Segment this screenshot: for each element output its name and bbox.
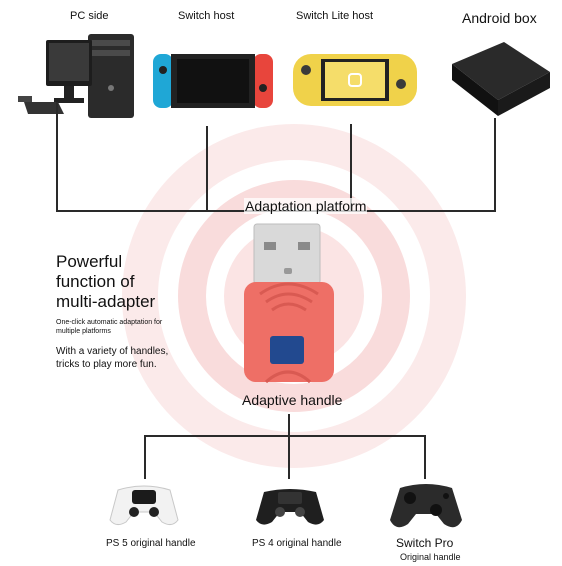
connector-android bbox=[494, 118, 496, 212]
adaptation-platform-label: Adaptation platform bbox=[244, 198, 368, 214]
adaptive-handle-label: Adaptive handle bbox=[242, 392, 343, 408]
android-box-label: Android box bbox=[462, 10, 537, 26]
feature-title-line-2: function of bbox=[56, 272, 135, 291]
feature-body-line-2: tricks to play more fun. bbox=[56, 359, 157, 370]
connector-handle-stem bbox=[288, 414, 290, 436]
switch-lite-host-icon bbox=[293, 54, 417, 106]
feature-small-line-2: multiple platforms bbox=[56, 328, 111, 335]
connector-bottom-horizontal bbox=[144, 435, 426, 437]
usb-adapter-icon bbox=[244, 223, 334, 384]
connector-ps5 bbox=[144, 435, 146, 479]
feature-body-line-1: With a variety of handles, bbox=[56, 346, 169, 357]
switch-lite-host-label: Switch Lite host bbox=[296, 10, 374, 22]
connector-switch bbox=[206, 126, 208, 212]
ps5-controller-icon bbox=[109, 485, 179, 526]
pc-device-icon bbox=[18, 34, 134, 118]
feature-title-line-3: multi-adapter bbox=[56, 292, 156, 311]
ps4-handle-label: PS 4 original handle bbox=[252, 538, 342, 549]
feature-small-line-1: One-click automatic adaptation for bbox=[56, 319, 163, 326]
switch-host-label: Switch host bbox=[178, 10, 235, 22]
connector-switch-pro bbox=[424, 435, 426, 479]
ps5-handle-label: PS 5 original handle bbox=[106, 538, 196, 549]
switch-pro-label: Switch Pro bbox=[396, 536, 454, 550]
switch-pro-controller-icon bbox=[390, 484, 462, 528]
switch-host-icon bbox=[153, 54, 273, 108]
feature-title-line-1: Powerful bbox=[56, 252, 123, 271]
switch-pro-original-label: Original handle bbox=[400, 552, 461, 562]
connector-switch-lite bbox=[350, 124, 352, 212]
ps4-controller-icon bbox=[256, 489, 324, 525]
android-box-icon bbox=[452, 42, 550, 116]
connector-ps4 bbox=[288, 435, 290, 479]
connector-pc bbox=[56, 102, 58, 212]
pc-side-label: PC side bbox=[70, 10, 109, 22]
